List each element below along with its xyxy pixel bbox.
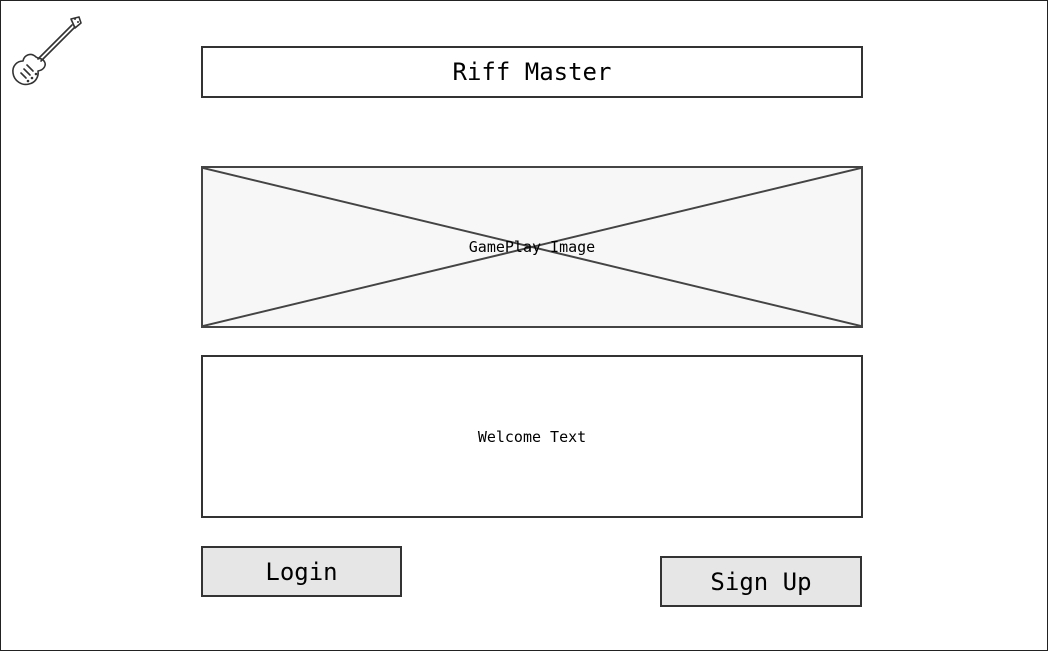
electric-guitar-icon [9,15,83,89]
app-title: Riff Master [201,46,863,98]
welcome-text: Welcome Text [201,355,863,518]
placeholder-cross-icon [203,168,861,326]
sign-up-button[interactable]: Sign Up [660,556,862,607]
image-placeholder-label: GamePlay Image [468,238,596,256]
login-button[interactable]: Login [201,546,402,597]
gameplay-image-placeholder: GamePlay Image [201,166,863,328]
